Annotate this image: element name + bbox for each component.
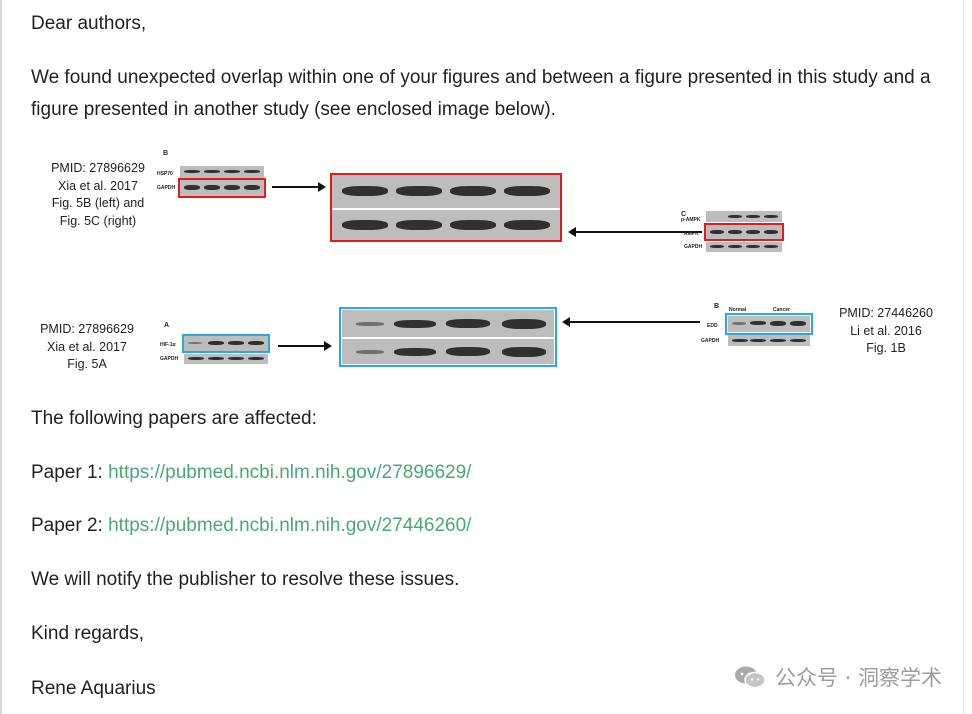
- row-label-gapdh: GAPDH: [157, 185, 176, 191]
- row-label-gapdh-c: GAPDH: [684, 244, 703, 250]
- intro-line-1: We found unexpected overlap within one o…: [31, 67, 931, 88]
- affected-papers-heading: The following papers are affected:: [31, 408, 317, 429]
- blot-gapdh-1b: [728, 335, 810, 346]
- arrow-right-bottom: [278, 341, 332, 351]
- blue-zoom-frame: [339, 307, 557, 367]
- wechat-icon: [734, 666, 766, 689]
- zoom-blot-blue-lower: [342, 339, 554, 364]
- row-label-hif: HIF-1α: [160, 342, 176, 348]
- paper-1-label: Paper 1:: [31, 462, 103, 483]
- blot-hif-5a: [184, 336, 268, 351]
- closing-text: Kind regards,: [31, 623, 145, 644]
- blot-hsp70-5b: [180, 166, 264, 178]
- row-label-hsp70: HSP70: [157, 171, 173, 177]
- blot-edd-1b: [728, 316, 810, 332]
- paper-1-link[interactable]: https://pubmed.ncbi.nlm.nih.gov/27896629…: [108, 462, 472, 483]
- panel-label-b: B: [163, 150, 169, 157]
- greeting: Dear authors,: [31, 13, 147, 34]
- row-label-ampk: AMPK: [684, 231, 699, 237]
- arrow-left-bottom: [562, 317, 700, 327]
- blot-gapdh-5c: [706, 242, 782, 252]
- row-label-gapdh-a: GAPDH: [160, 356, 179, 362]
- blot-pampk: [706, 211, 782, 222]
- paper-2-label: Paper 2:: [31, 515, 103, 536]
- paper-1-line: Paper 1: https://pubmed.ncbi.nlm.nih.gov…: [31, 457, 471, 489]
- blot-gapdh-5a: [184, 354, 268, 364]
- page-border-right: [963, 0, 964, 714]
- blot-gapdh-5b: [180, 180, 264, 196]
- arrow-right-top: [272, 182, 326, 192]
- paper-2-link[interactable]: https://pubmed.ncbi.nlm.nih.gov/27446260…: [108, 515, 472, 536]
- row-label-pampk: p-AMPK: [681, 217, 701, 223]
- notify-text: We will notify the publisher to resolve …: [31, 569, 460, 590]
- arrow-left-top: [568, 227, 702, 237]
- blot-ampk: [706, 225, 782, 239]
- panel-label-b2: B: [714, 303, 720, 310]
- red-highlight-5b: [178, 178, 266, 198]
- col-label-normal: Normal: [729, 307, 747, 313]
- top-left-source-label: PMID: 27896629 Xia et al. 2017 Fig. 5B (…: [51, 161, 145, 228]
- zoom-blot-blue-upper: [342, 310, 554, 337]
- row-label-gapdh-1b: GAPDH: [701, 338, 720, 344]
- red-highlight-5c: [704, 223, 784, 241]
- wechat-watermark: 公众号 · 洞察学术: [733, 662, 942, 692]
- blue-highlight-1b: [725, 313, 813, 335]
- blue-highlight-5a: [182, 334, 270, 353]
- col-label-cancer: Cancer: [773, 307, 790, 313]
- bottom-right-source-label: PMID: 27446260 Li et al. 2016 Fig. 1B: [839, 306, 933, 355]
- panel-label-a: A: [164, 322, 170, 329]
- red-zoom-frame: [330, 173, 562, 242]
- signature: Rene Aquarius: [31, 678, 156, 699]
- page-border-left: [0, 0, 2, 714]
- bottom-left-source-label: PMID: 27896629 Xia et al. 2017 Fig. 5A: [40, 322, 134, 371]
- panel-label-c: C: [681, 211, 687, 218]
- zoom-blot-red-upper: [332, 175, 560, 208]
- zoom-blot-red-lower: [332, 210, 560, 240]
- paper-2-line: Paper 2: https://pubmed.ncbi.nlm.nih.gov…: [31, 510, 471, 542]
- row-label-edd: EDD: [707, 323, 718, 329]
- watermark-text: 公众号 · 洞察学术: [774, 666, 942, 690]
- intro-line-2: figure presented in another study (see e…: [31, 99, 556, 120]
